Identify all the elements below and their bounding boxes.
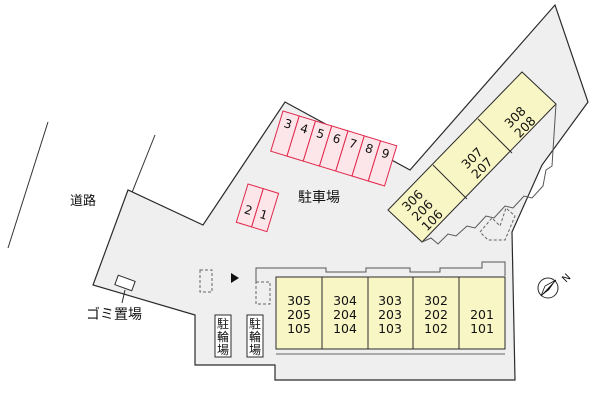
dashed-area [199, 269, 213, 293]
north-label: N [560, 272, 573, 285]
parking-row-lower: 2 1 [235, 183, 280, 233]
bicycle-parking-char: 場 [217, 343, 229, 357]
parking-space-5: 5 [315, 126, 326, 142]
building-b-stairs [479, 207, 516, 241]
bicycle-parking-2 [246, 314, 264, 358]
building-b-corridor [421, 103, 557, 245]
building-a-body [275, 276, 506, 350]
parking-space-9: 9 [380, 146, 391, 162]
parking-label: 駐車場 [298, 189, 340, 206]
bicycle-parking-label-2: 駐輪場 [249, 316, 261, 357]
building-a: 305 205 105 304 204 104 303 203 103 302 … [255, 261, 506, 355]
unit-105: 105 [287, 321, 311, 336]
unit-303: 303 [378, 293, 402, 308]
unit-103: 103 [378, 321, 402, 336]
bicycle-parking-char: 輪 [217, 329, 229, 344]
parking-space-3: 3 [282, 116, 293, 132]
parking-row-upper: 3 4 5 6 7 8 9 [270, 110, 398, 187]
parking-space-6: 6 [331, 131, 342, 147]
bicycle-label-group: 駐輪場 駐輪場 [217, 316, 261, 357]
parking-space-4: 4 [298, 121, 309, 137]
bicycle-parking-char: 駐 [217, 316, 229, 331]
unit-204: 204 [333, 307, 357, 322]
unit-202: 202 [424, 307, 448, 322]
bicycle-parking-char: 場 [249, 343, 261, 357]
unit-102: 102 [424, 321, 448, 336]
bicycle-parking-char: 輪 [249, 329, 261, 344]
unit-205: 205 [287, 307, 311, 322]
entrance-arrow-icon [231, 273, 239, 283]
unit-304: 304 [333, 293, 357, 308]
parking-space-7: 7 [347, 136, 358, 152]
unit-203: 203 [378, 307, 402, 322]
building-a-stairs [255, 281, 271, 305]
unit-201: 201 [470, 307, 494, 322]
building-a-balcony [255, 261, 506, 282]
north-arrow: N [537, 272, 573, 299]
parking-space-1: 1 [258, 207, 269, 223]
garbage-bin [114, 274, 136, 292]
unit-104: 104 [333, 321, 357, 336]
unit-101: 101 [470, 321, 494, 336]
bicycle-parking-char: 駐 [249, 316, 261, 331]
parking-space-2: 2 [243, 202, 254, 218]
bicycle-parking-label-1: 駐輪場 [217, 316, 229, 357]
garbage-label: ゴミ置場 [86, 306, 142, 323]
unit-305: 305 [287, 293, 311, 308]
bicycle-parking-1 [214, 314, 232, 358]
road-label: 道路 [70, 193, 96, 209]
parking-space-8: 8 [363, 141, 374, 157]
unit-302: 302 [424, 293, 448, 308]
